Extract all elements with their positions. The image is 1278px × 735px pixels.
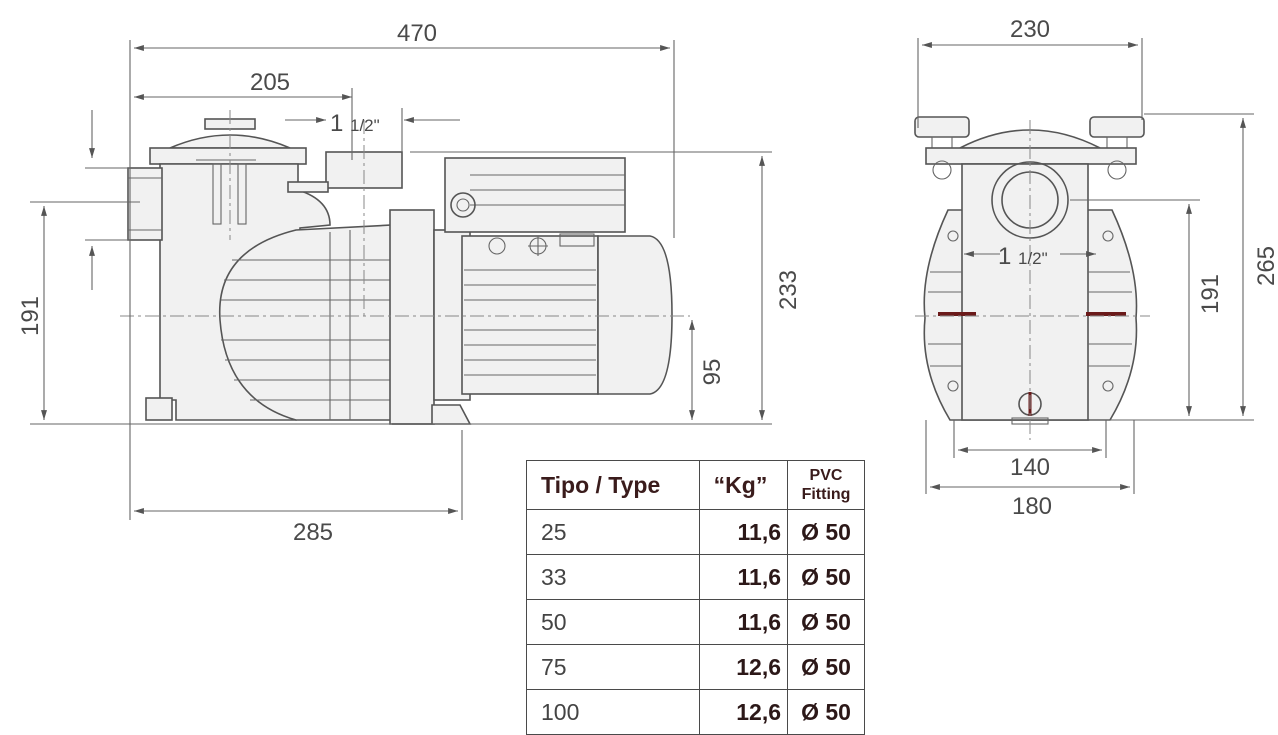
table-row: 33 11,6 Ø 50 — [526, 554, 865, 600]
cell-kg: 11,6 — [699, 554, 788, 600]
front-view-dimensions — [917, 38, 1254, 494]
table-row: 100 12,6 Ø 50 — [526, 689, 865, 735]
cell-fitting: Ø 50 — [787, 599, 865, 645]
header-pvc-line1: PVC — [809, 467, 843, 484]
dim-inlet-height: 191 — [17, 296, 44, 336]
table-row: 50 11,6 Ø 50 — [526, 599, 865, 645]
dim-overall-length: 470 — [397, 20, 437, 47]
cell-kg: 11,6 — [699, 599, 788, 645]
dim-axis-height: 95 — [699, 359, 726, 386]
dim-front-inlet-height: 191 — [1197, 274, 1224, 314]
cell-type: 25 — [526, 509, 700, 555]
cell-fitting: Ø 50 — [787, 689, 865, 735]
cell-fitting: Ø 50 — [787, 509, 865, 555]
header-pvc-fitting: PVC Fitting — [787, 460, 865, 510]
dim-base-outer-width: 180 — [1012, 493, 1052, 520]
dim-base-inner-width: 140 — [1010, 454, 1050, 481]
dim-front-height: 265 — [1253, 246, 1278, 286]
cell-fitting: Ø 50 — [787, 554, 865, 600]
dim-outlet-thread-fraction: 1/2" — [350, 116, 380, 135]
dim-base-length: 285 — [293, 519, 333, 546]
cell-type: 75 — [526, 644, 700, 690]
cell-kg: 11,6 — [699, 509, 788, 555]
cell-type: 50 — [526, 599, 700, 645]
dim-outlet-thread-whole: 1 — [330, 110, 343, 137]
cell-kg: 12,6 — [699, 689, 788, 735]
header-kg: “Kg” — [699, 460, 788, 510]
header-pvc-line2: Fitting — [801, 486, 851, 503]
table-row: 75 12,6 Ø 50 — [526, 644, 865, 690]
cell-fitting: Ø 50 — [787, 644, 865, 690]
side-view-dimensions — [30, 40, 772, 520]
cell-kg: 12,6 — [699, 644, 788, 690]
header-type: Tipo / Type — [526, 460, 700, 510]
dim-front-width: 230 — [1010, 16, 1050, 43]
spec-table: Tipo / Type “Kg” PVC Fitting 25 11,6 Ø 5… — [526, 460, 865, 735]
side-view-pump — [120, 110, 690, 425]
dim-strainer-length: 205 — [250, 69, 290, 96]
dim-front-thread-whole: 1 — [998, 243, 1011, 270]
dim-front-thread-fraction: 1/2" — [1018, 249, 1048, 268]
dim-overall-height: 233 — [775, 270, 802, 310]
table-row: 25 11,6 Ø 50 — [526, 509, 865, 555]
table-header-row: Tipo / Type “Kg” PVC Fitting — [526, 460, 865, 510]
cell-type: 100 — [526, 689, 700, 735]
front-view-pump — [914, 116, 1150, 440]
cell-type: 33 — [526, 554, 700, 600]
